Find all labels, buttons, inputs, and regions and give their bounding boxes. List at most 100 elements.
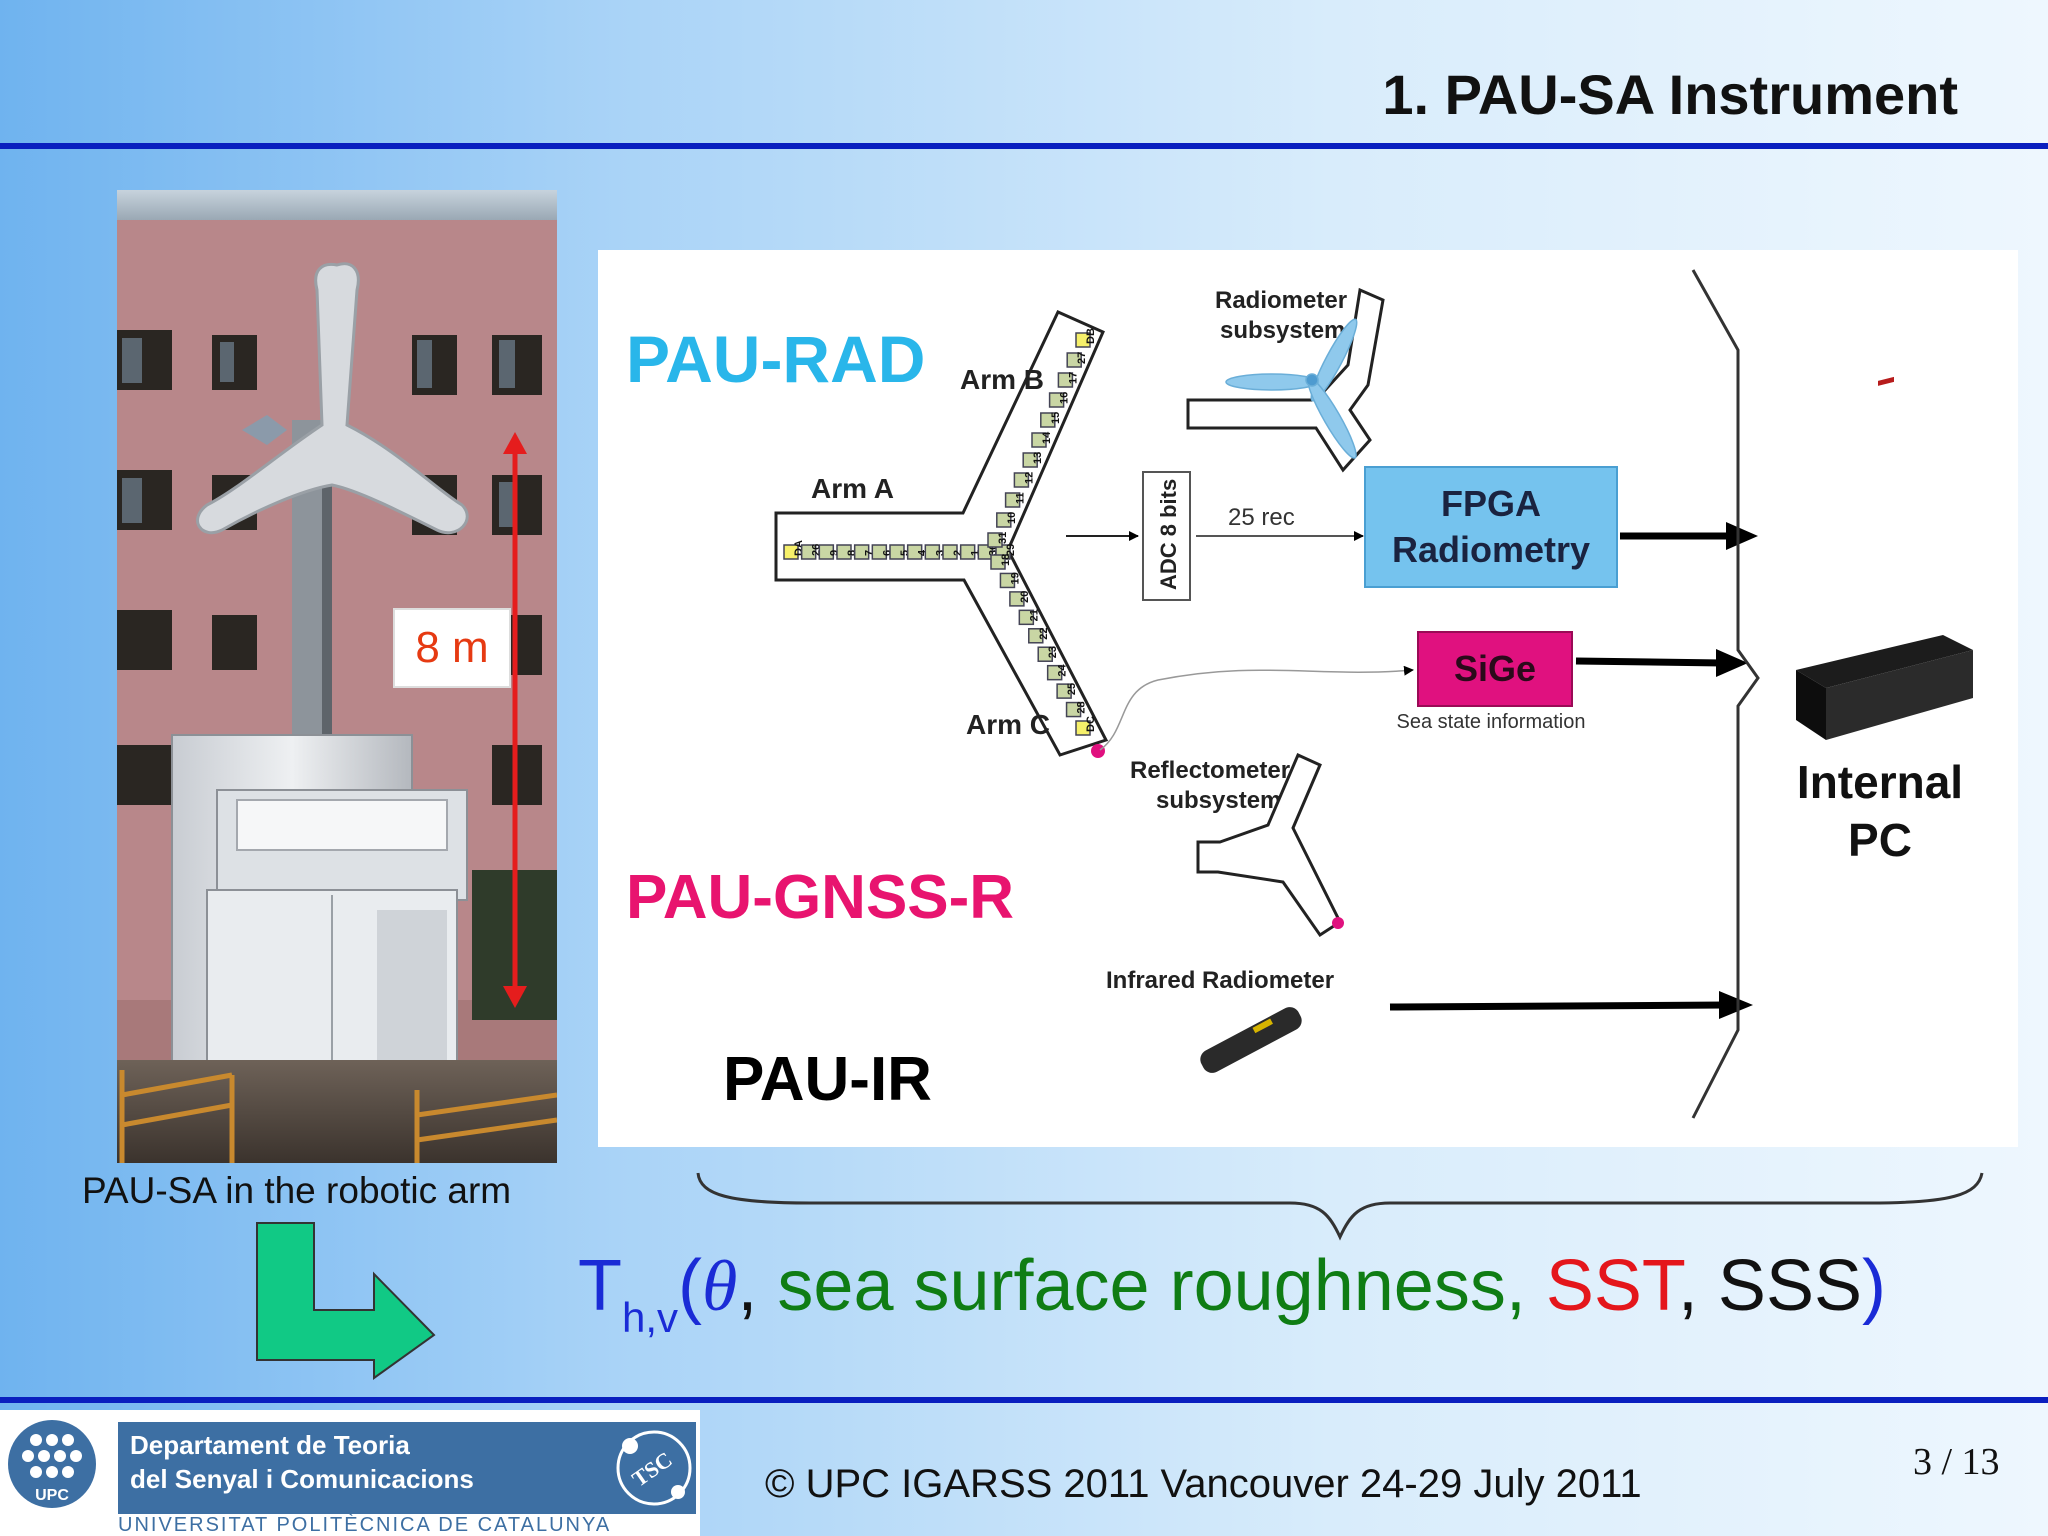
formula-theta: θ [702, 1246, 738, 1326]
footer-rule [0, 1397, 2048, 1403]
arm-b-element [987, 532, 1003, 548]
header-rule [0, 143, 2048, 149]
arm-b-element [1022, 452, 1038, 468]
arm-b-element [1013, 472, 1030, 488]
conference-footer: © UPC IGARSS 2011 Vancouver 24-29 July 2… [765, 1462, 1642, 1506]
arm-c-element [1018, 609, 1035, 626]
reflectometer-subsystem-line1: Reflectometer [1130, 757, 1290, 784]
green-arrow-icon [256, 1222, 436, 1380]
arm-a-element-label: 4 [917, 549, 929, 556]
arm-b-element-label: 27 [1076, 352, 1088, 364]
arm-b-element [1048, 392, 1065, 408]
arm-b-element [1066, 352, 1082, 368]
formula-open-paren: ( [678, 1246, 702, 1326]
arm-a-element [836, 544, 852, 560]
arm-c-element-label: 19 [1009, 572, 1021, 584]
infrared-radiometer-label: Infrared Radiometer [1106, 967, 1334, 994]
formula-t: T [578, 1246, 622, 1326]
arm-c-element-label: 23 [1047, 646, 1059, 658]
arm-a-element [942, 544, 958, 560]
arm-b-element-label: 17 [1067, 372, 1079, 384]
department-line-1: Departament de Teoria [130, 1430, 410, 1460]
arm-a-element-label: 29 [1005, 544, 1017, 556]
arm-b-element-label: 11 [1015, 492, 1027, 504]
sige-arrowhead [1716, 649, 1748, 677]
arm-b-element [996, 512, 1012, 528]
formula-comma-2: , [1677, 1246, 1698, 1326]
ir-to-pc-arrow [1389, 1001, 1727, 1011]
arm-a-element-label: 3 [934, 550, 946, 556]
page-number: 3 / 13 [1913, 1441, 2000, 1483]
arm-c-label: Arm C [966, 709, 1050, 740]
arm-c-element-label: 18 [1000, 554, 1012, 566]
pau-ir-label: PAU-IR [723, 1045, 932, 1114]
fpga-label-line1: FPGA [1441, 483, 1541, 524]
arm-c-element-label: 25 [1066, 683, 1078, 695]
adc-box [1142, 471, 1191, 601]
arm-c-element-label: DC [1085, 716, 1097, 732]
tsc-logo-icon: TSC [616, 1430, 692, 1506]
height-label: 8 m [415, 623, 489, 672]
arm-c-element [1037, 646, 1053, 662]
formula-sst: SST [1525, 1246, 1678, 1326]
formula-comma-1: , [737, 1246, 758, 1326]
arm-a-element-label: 2 [952, 550, 964, 556]
arm-a-element [906, 544, 923, 560]
arm-a-element [889, 544, 905, 560]
internal-pc-label-line2: PC [1848, 814, 1912, 866]
arm-a-element-label: 8 [846, 550, 858, 556]
sige-label: SiGe [1454, 648, 1536, 689]
arm-a-element [783, 544, 799, 560]
arm-b-element-label: 10 [1006, 512, 1018, 524]
rec-label: 25 rec [1228, 504, 1295, 531]
diagram-panel: PAU-RAD PAU-GNSS-R PAU-IR Arm A Arm B Ar… [598, 250, 2018, 1147]
arm-b-element [1075, 332, 1091, 348]
arm-a-element [924, 544, 941, 560]
fpga-radiometry-box [1364, 466, 1618, 588]
arm-a-element-label: 9 [828, 550, 840, 556]
arm-c-element-label: 24 [1057, 664, 1069, 677]
formula-sss: SSS [1697, 1246, 1862, 1326]
arm-c-element [1075, 720, 1091, 736]
arm-b-element [1031, 432, 1047, 448]
fpga-label-line2: Radiometry [1392, 529, 1590, 570]
arm-c-element-label: 21 [1028, 609, 1040, 621]
arm-c-element [1046, 664, 1063, 681]
arm-b-label: Arm B [960, 364, 1044, 395]
sea-state-label: Sea state information [1397, 711, 1586, 733]
arm-c-element [990, 554, 1006, 570]
arm-a-label: Arm A [811, 473, 894, 504]
reflectometer-to-sige-line [1099, 665, 1414, 751]
arm-b-element-label: 15 [1050, 412, 1062, 424]
tsc-logo-text: TSC [627, 1447, 676, 1492]
arm-c-element [999, 572, 1016, 589]
arm-b-element [1004, 492, 1021, 508]
brightness-temperature-formula: Th,v(θ, sea surface roughness, SST, SSS) [578, 1245, 1886, 1342]
arm-a-element-label: 5 [899, 550, 911, 556]
adc-label: ADC 8 bits [1156, 479, 1181, 590]
reflectometer-icon-dot [1332, 917, 1344, 929]
arm-a-element [853, 544, 870, 560]
reflectometer-subsystem-line2: subsystem [1156, 787, 1281, 814]
fpga-arrowhead [1726, 522, 1758, 550]
arm-b-element [1040, 412, 1056, 428]
height-label-box: 8 m [393, 608, 511, 688]
arm-c-element-label: 20 [1019, 591, 1031, 603]
upc-logo-text: UPC [35, 1487, 69, 1504]
sige-to-pc-arrow [1575, 657, 1724, 667]
antenna-array-outline [774, 310, 1109, 757]
radiometer-subsystem-line1: Radiometer [1215, 287, 1347, 314]
system-diagram: PAU-RAD PAU-GNSS-R PAU-IR Arm A Arm B Ar… [626, 269, 1973, 1119]
radiometer-blades-icon [1225, 318, 1358, 459]
upc-logo-icon: UPC [8, 1420, 96, 1508]
infrared-radiometer-icon [1200, 1007, 1302, 1073]
height-arrow [503, 432, 527, 1008]
pau-rad-label: PAU-RAD [626, 322, 925, 396]
arm-c-element-label: 22 [1038, 628, 1050, 640]
arm-b-element-label: 16 [1059, 392, 1071, 404]
arm-a-element-label: 7 [864, 550, 876, 556]
ir-arrowhead [1719, 991, 1753, 1019]
